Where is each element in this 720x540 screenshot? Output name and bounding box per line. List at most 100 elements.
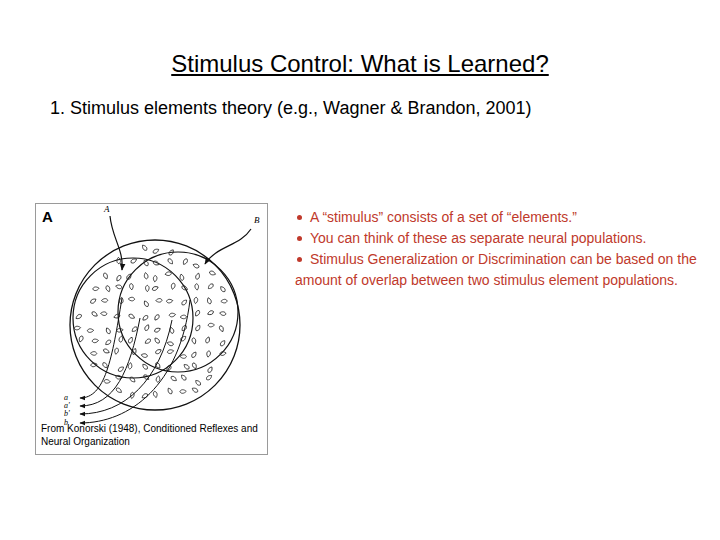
bullet-item: Stimulus Generalization or Discriminatio… xyxy=(295,249,713,291)
element-drop xyxy=(153,391,158,398)
element-drop xyxy=(119,335,124,342)
element-drop xyxy=(130,258,137,264)
element-drop xyxy=(167,387,173,394)
element-drop xyxy=(171,283,176,290)
section-heading: 1. Stimulus elements theory (e.g., Wagne… xyxy=(50,98,532,119)
response-letter: b xyxy=(64,419,68,427)
element-drop xyxy=(78,335,84,342)
element-drop xyxy=(103,272,109,279)
bullet-item: You can think of these as separate neura… xyxy=(295,228,713,249)
element-drop xyxy=(152,248,159,254)
element-drop xyxy=(105,285,111,292)
element-drop xyxy=(154,327,161,333)
element-drop xyxy=(221,299,228,303)
element-drop xyxy=(182,258,188,265)
element-drop xyxy=(206,297,211,304)
element-drop xyxy=(205,374,212,381)
element-drop xyxy=(93,286,100,290)
element-drop xyxy=(207,310,214,316)
element-drop xyxy=(170,375,177,382)
element-drop xyxy=(219,325,225,332)
outer-circle xyxy=(70,240,240,410)
element-drop xyxy=(141,244,148,251)
figure-caption: From Konorski (1948), Conditioned Reflex… xyxy=(41,422,263,448)
element-drop xyxy=(114,348,119,355)
element-drop xyxy=(208,323,215,327)
element-drop xyxy=(74,326,81,330)
element-drop xyxy=(219,285,226,292)
element-drop xyxy=(117,328,124,332)
bullet-text: Stimulus Generalization or Discriminatio… xyxy=(295,251,697,288)
element-drop xyxy=(219,311,226,316)
element-drop xyxy=(90,298,97,305)
element-drop xyxy=(167,341,174,346)
bullet-text: You can think of these as separate neura… xyxy=(310,230,647,246)
element-drop xyxy=(219,340,226,347)
element-drop xyxy=(207,366,213,373)
element-drop xyxy=(141,353,148,358)
element-drop xyxy=(205,336,211,343)
element-drop xyxy=(90,351,97,355)
stimulus-letter: A xyxy=(104,205,110,214)
element-drop xyxy=(166,299,173,303)
element-drop xyxy=(90,362,97,367)
element-drop xyxy=(195,284,199,291)
input-arrow xyxy=(205,229,251,264)
slide-title: Stimulus Control: What is Learned? xyxy=(0,50,720,78)
element-drop xyxy=(169,313,176,317)
element-drop xyxy=(194,297,198,304)
input-arrow xyxy=(110,216,122,270)
element-set-circle xyxy=(118,252,238,372)
element-drop xyxy=(143,259,150,266)
element-drop xyxy=(191,337,196,344)
element-drop xyxy=(129,283,133,290)
element-drop xyxy=(156,376,161,383)
element-drop xyxy=(115,284,122,289)
bullet-dot xyxy=(297,236,302,241)
element-drop xyxy=(75,313,82,320)
element-drop xyxy=(143,300,149,307)
bullet-text: A “stimulus” consists of a set of “eleme… xyxy=(310,209,577,225)
element-drop xyxy=(153,275,157,282)
response-letter: a' xyxy=(64,402,70,410)
element-drop xyxy=(206,350,211,357)
element-drops xyxy=(74,244,227,399)
element-drop xyxy=(128,362,133,369)
element-drop xyxy=(181,299,188,306)
element-drop xyxy=(126,273,132,280)
element-drop xyxy=(191,351,198,358)
element-drop xyxy=(142,314,149,321)
element-drop xyxy=(183,363,190,370)
element-drop xyxy=(152,285,159,291)
element-drop xyxy=(105,339,112,346)
element-drop xyxy=(105,327,111,334)
element-drop xyxy=(103,348,110,354)
element-drop xyxy=(180,374,187,381)
panel-letter: A xyxy=(42,208,53,225)
element-drop xyxy=(195,273,200,280)
element-drop xyxy=(129,376,136,383)
figure-frame: A From Konorski (1948), Conditioned Refle… xyxy=(35,203,268,455)
element-drop xyxy=(156,298,163,302)
element-drop xyxy=(142,363,149,370)
element-drop xyxy=(104,379,111,383)
output-line xyxy=(80,318,140,406)
element-drop xyxy=(100,312,107,316)
element-drop xyxy=(128,297,135,301)
element-drop xyxy=(101,298,108,302)
element-drop xyxy=(192,362,198,369)
element-drop xyxy=(179,274,184,281)
output-line xyxy=(80,298,122,398)
element-drop xyxy=(207,283,214,290)
bullet-list: A “stimulus” consists of a set of “eleme… xyxy=(295,207,713,291)
element-drop xyxy=(180,315,187,319)
element-drop xyxy=(144,324,150,331)
bullet-dot xyxy=(297,257,302,262)
element-drop xyxy=(91,311,98,318)
output-line xyxy=(80,300,190,423)
element-drop xyxy=(181,285,188,291)
element-drop xyxy=(154,314,161,321)
element-drop xyxy=(117,366,124,373)
element-drop xyxy=(144,338,151,345)
